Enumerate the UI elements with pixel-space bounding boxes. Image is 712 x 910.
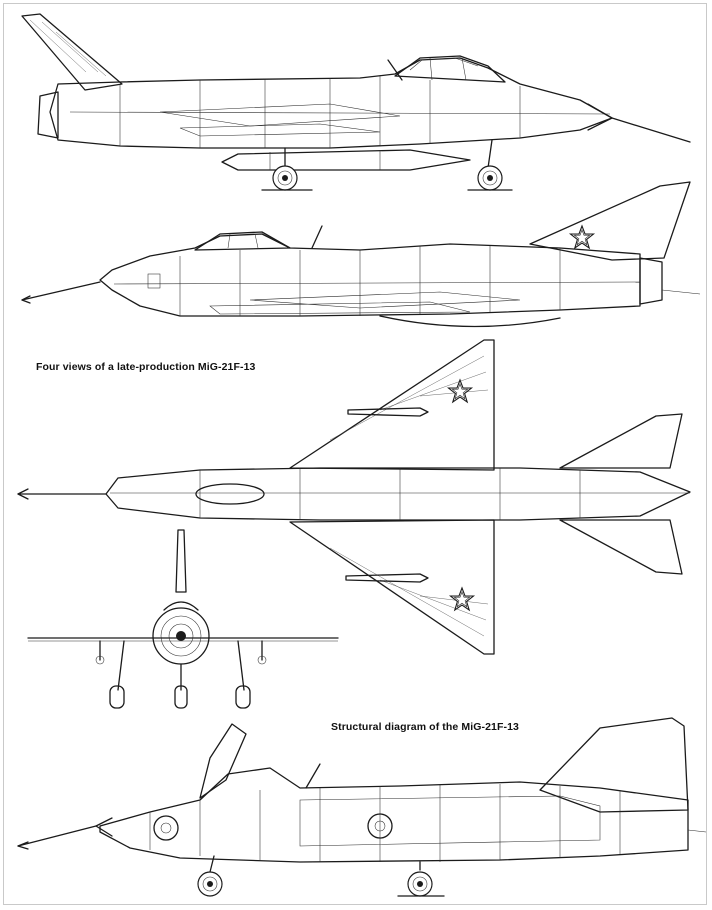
red-star-insignia-icon	[569, 225, 595, 249]
side-view-nose-left	[21, 181, 701, 328]
plan-view	[17, 339, 691, 655]
caption-structural-diagram: Structural diagram of the MiG-21F-13	[331, 721, 519, 733]
side-view-nose-right	[21, 13, 691, 191]
red-star-insignia-icon	[447, 379, 473, 403]
red-star-insignia-icon	[449, 587, 475, 611]
page-frame	[3, 3, 707, 905]
front-view	[27, 529, 339, 709]
structural-cutaway	[17, 717, 707, 897]
caption-four-views: Four views of a late-production MiG-21F-…	[36, 361, 256, 373]
